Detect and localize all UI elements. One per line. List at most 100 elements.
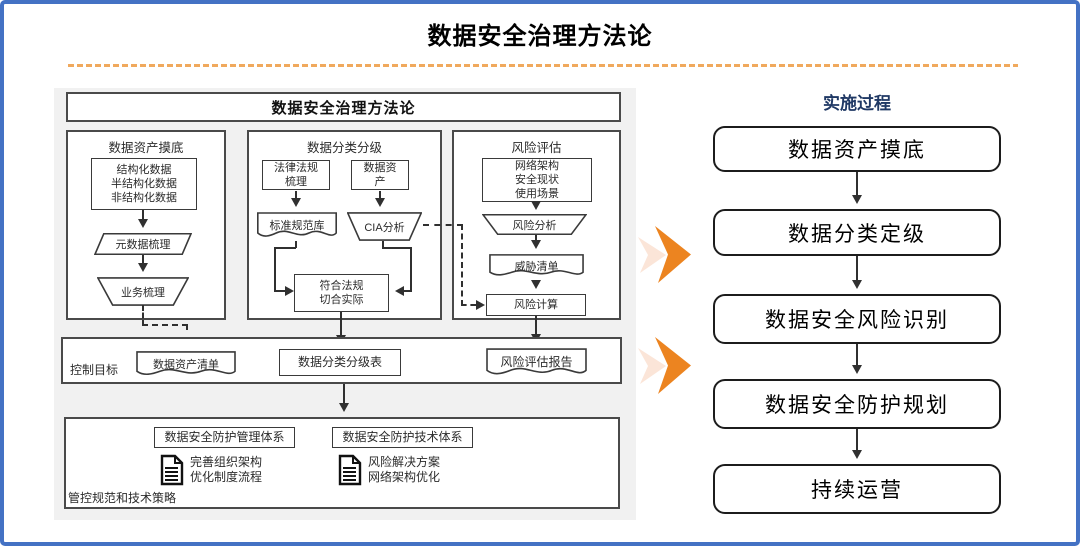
output-label: 风险评估报告	[500, 355, 573, 369]
connector	[274, 290, 286, 292]
node-label: CIA分析	[364, 221, 405, 234]
column2-title: 数据分类分级	[306, 141, 382, 155]
output-label: 数据分类分级表	[297, 354, 382, 369]
arrow-down	[291, 191, 301, 207]
node-law-regulation: 法律法规梳理	[262, 160, 330, 190]
connector	[398, 290, 412, 292]
arrowhead-right	[285, 286, 299, 296]
orange-divider	[68, 64, 1018, 67]
methodology-header: 数据安全治理方法论	[66, 92, 621, 122]
node-standard-library: 标准规范库	[257, 212, 337, 242]
node-technical-system: 数据安全防护技术体系	[332, 427, 473, 448]
node-line: 网络架构	[515, 159, 559, 172]
output-risk-report: 风险评估报告	[486, 348, 587, 380]
node-business-sorting: 业务梳理	[97, 277, 189, 306]
dashed-connector	[461, 304, 476, 306]
point-line: 网络架构优化	[368, 470, 441, 484]
dashed-connector	[142, 305, 144, 326]
node-metadata-sorting: 元数据梳理	[94, 233, 192, 255]
document-icon	[160, 454, 184, 486]
methodology-header-label: 数据安全治理方法论	[271, 99, 416, 117]
node-label: 元数据梳理	[115, 239, 171, 251]
arrow-down	[531, 280, 541, 289]
dashed-connector	[186, 324, 188, 343]
management-points: 完善组织架构 优化制度流程	[190, 455, 262, 485]
control-objectives-label: 控制目标	[70, 363, 119, 377]
node-label: 威胁清单	[514, 260, 559, 273]
node-label: 数据安全防护技术体系	[342, 429, 463, 444]
process-step-label: 持续运营	[811, 478, 903, 502]
node-line: 切合实际	[319, 294, 364, 306]
node-label: 标准规范库	[269, 220, 325, 232]
node-label: 风险计算	[514, 298, 558, 311]
node-line: 安全现状	[515, 173, 559, 186]
node-label: 法律法规梳理	[274, 161, 318, 188]
column1-title: 数据资产摸底	[108, 141, 184, 155]
dashed-connector	[423, 224, 463, 226]
node-label: 数据安全防护管理体系	[164, 429, 285, 444]
node-data-types: 结构化数据 半结构化数据 非结构化数据	[91, 158, 197, 210]
process-step-2: 数据分类定级	[713, 209, 1001, 256]
node-cia-analysis: CIA分析	[347, 212, 422, 241]
process-step-5: 持续运营	[713, 464, 1001, 514]
process-step-4: 数据安全防护规划	[713, 379, 1001, 429]
node-management-system: 数据安全防护管理体系	[154, 427, 295, 448]
point-line: 优化制度流程	[190, 470, 263, 484]
output-label: 数据资产清单	[153, 358, 219, 371]
point-line: 完善组织架构	[190, 455, 263, 469]
connector	[410, 247, 412, 292]
document-icon	[338, 454, 362, 486]
arrow-down	[531, 235, 541, 249]
node-risk-analysis: 风险分析	[482, 214, 587, 235]
arrowhead-right	[476, 300, 490, 310]
process-step-1: 数据资产摸底	[713, 126, 1001, 172]
output-data-asset-list: 数据资产清单	[136, 351, 236, 380]
arrow-down	[531, 316, 541, 343]
arrow-down	[138, 255, 148, 272]
chevron-right-icon	[638, 226, 691, 283]
arrow-down	[375, 191, 385, 207]
point-line: 风险解决方案	[368, 455, 441, 469]
output-classification-table: 数据分类分级表	[279, 349, 401, 376]
process-title: 实施过程	[823, 94, 891, 113]
process-step-label: 数据分类定级	[788, 221, 926, 246]
node-label: 业务梳理	[121, 286, 165, 299]
dashed-connector	[142, 324, 188, 326]
process-step-label: 数据资产摸底	[788, 138, 926, 162]
arrow-down	[852, 256, 862, 289]
node-line: 结构化数据	[116, 163, 172, 176]
node-data-asset: 数据资产	[351, 160, 409, 190]
process-step-3: 数据安全风险识别	[713, 294, 1001, 344]
page-title: 数据安全治理方法论	[427, 23, 653, 50]
connector	[274, 247, 276, 292]
arrow-down	[531, 201, 541, 210]
node-label: 风险分析	[512, 219, 557, 232]
node-line: 半结构化数据	[111, 177, 177, 190]
connector	[382, 247, 412, 249]
arrow-down	[339, 384, 349, 412]
node-threat-list: 威胁清单	[489, 254, 584, 280]
node-line: 符合法规	[319, 279, 364, 292]
arrow-down	[138, 210, 148, 228]
technical-points: 风险解决方案 网络架构优化	[368, 455, 440, 485]
node-risk-calculation: 风险计算	[486, 294, 586, 316]
chevron-right-icon	[638, 337, 691, 394]
process-step-label: 数据安全防护规划	[765, 393, 949, 417]
connector	[274, 247, 296, 249]
arrow-down	[852, 172, 862, 204]
arrowhead-left	[390, 286, 404, 296]
node-line: 使用场景	[515, 188, 559, 201]
column3-title: 风险评估	[511, 141, 562, 155]
arrow-down	[852, 344, 862, 374]
connector	[382, 241, 384, 249]
arrow-down	[852, 429, 862, 459]
process-step-label: 数据安全风险识别	[765, 308, 949, 332]
dashed-connector	[461, 224, 463, 306]
node-line: 非结构化数据	[111, 192, 177, 205]
strategy-row-label: 管控规范和技术策略	[68, 491, 177, 505]
node-label: 数据资产	[363, 161, 397, 188]
node-compliance: 符合法规 切合实际	[294, 274, 389, 312]
node-risk-context: 网络架构 安全现状 使用场景	[482, 158, 592, 202]
connector	[295, 241, 297, 248]
